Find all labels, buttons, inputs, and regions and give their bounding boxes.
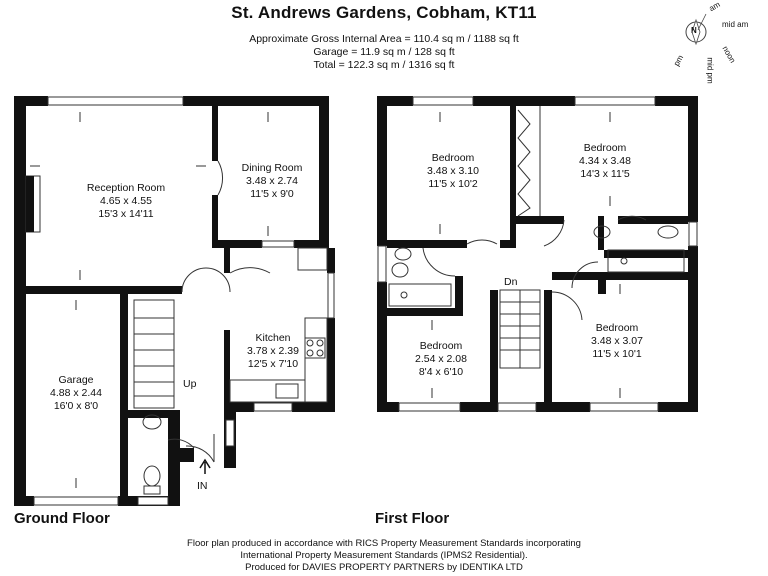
room-garage: Garage 4.88 x 2.44 16'0 x 8'0 xyxy=(36,374,116,413)
room-imperial: 12'5 x 7'10 xyxy=(247,358,299,370)
ground-floor-windows xyxy=(33,96,335,506)
room-dining: Dining Room 3.48 x 2.74 11'5 x 9'0 xyxy=(230,162,314,201)
room-name: Dining Room xyxy=(241,162,303,174)
room-imperial: 15'3 x 14'11 xyxy=(98,208,154,220)
gross-area-line: Approximate Gross Internal Area = 110.4 … xyxy=(249,33,519,45)
first-floor-walls xyxy=(377,96,698,412)
room-name: Bedroom xyxy=(431,152,475,164)
room-imperial: 14'3 x 11'5 xyxy=(580,168,630,180)
room-imperial: 11'5 x 9'0 xyxy=(250,188,294,200)
footer-line-1: Floor plan produced in accordance with R… xyxy=(187,538,581,549)
garage-area-line: Garage = 11.9 sq m / 128 sq ft xyxy=(313,46,455,58)
room-name: Bedroom xyxy=(419,340,463,352)
footer-line-3: Produced for DAVIES PROPERTY PARTNERS by… xyxy=(245,562,523,573)
room-imperial: 16'0 x 8'0 xyxy=(53,400,99,412)
room-metric: 3.78 x 2.39 xyxy=(247,345,299,357)
entrance-label: IN xyxy=(197,480,208,492)
room-metric: 3.48 x 2.74 xyxy=(246,175,298,187)
compass-mid-pm-label: mid pm xyxy=(705,57,715,84)
room-name: Garage xyxy=(58,374,94,386)
room-metric: 4.88 x 2.44 xyxy=(50,387,102,399)
compass-mid-am-label: mid am xyxy=(722,20,749,29)
room-metric: 3.48 x 3.10 xyxy=(427,165,479,177)
stairs-down-label: Dn xyxy=(504,276,518,288)
room-bedroom-1: Bedroom 3.48 x 3.10 11'5 x 10'2 xyxy=(408,152,498,191)
room-imperial: 11'5 x 10'2 xyxy=(428,178,478,190)
room-metric: 4.65 x 4.55 xyxy=(100,195,152,207)
compass-north-label: N xyxy=(691,26,697,35)
room-bedroom-4: Bedroom 3.48 x 3.07 11'5 x 10'1 xyxy=(572,322,662,361)
first-floor-fittings xyxy=(388,106,685,398)
room-metric: 2.54 x 2.08 xyxy=(415,353,467,365)
footer-line-2: International Property Measurement Stand… xyxy=(240,550,528,561)
stairs-up-label: Up xyxy=(183,378,197,390)
ground-floor-fittings xyxy=(25,112,328,495)
room-bedroom-3: Bedroom 2.54 x 2.08 8'4 x 6'10 xyxy=(398,340,484,379)
plan-title: St. Andrews Gardens, Cobham, KT11 xyxy=(231,3,537,22)
first-floor-windows xyxy=(377,96,698,412)
room-metric: 4.34 x 3.48 xyxy=(579,155,631,167)
total-area-line: Total = 122.3 sq m / 1316 sq ft xyxy=(313,59,455,71)
room-kitchen: Kitchen 3.78 x 2.39 12'5 x 7'10 xyxy=(236,332,310,371)
room-name: Bedroom xyxy=(595,322,639,334)
room-name: Kitchen xyxy=(255,332,291,344)
room-metric: 3.48 x 3.07 xyxy=(591,335,643,347)
room-reception: Reception Room 4.65 x 4.55 15'3 x 14'11 xyxy=(66,182,186,221)
room-imperial: 8'4 x 6'10 xyxy=(418,366,464,378)
first-floor-label: First Floor xyxy=(375,510,450,527)
room-name: Bedroom xyxy=(583,142,627,154)
room-name: Reception Room xyxy=(86,182,166,194)
ground-floor-label: Ground Floor xyxy=(14,510,110,527)
room-bedroom-2: Bedroom 4.34 x 3.48 14'3 x 11'5 xyxy=(560,142,650,181)
compass-rose xyxy=(685,13,707,46)
room-imperial: 11'5 x 10'1 xyxy=(592,348,642,360)
